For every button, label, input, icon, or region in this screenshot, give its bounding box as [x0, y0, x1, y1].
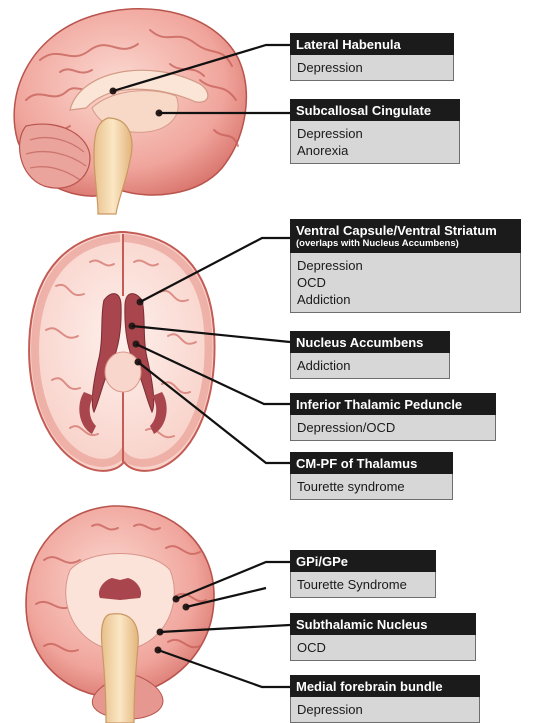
indication-item: Depression — [297, 257, 514, 274]
indication-item: OCD — [297, 274, 514, 291]
axial-brain — [29, 232, 214, 471]
indication-item: Depression — [297, 701, 473, 718]
callout-subthalamic-nucleus: Subthalamic Nucleus OCD — [290, 613, 476, 661]
indication-item: OCD — [297, 639, 469, 656]
indication-item: Depression/OCD — [297, 419, 489, 436]
callout-title: CM-PF of Thalamus — [290, 452, 453, 474]
callout-medial-forebrain-bundle: Medial forebrain bundle Depression — [290, 675, 480, 723]
indication-item: Depression — [297, 59, 447, 76]
callout-title: Ventral Capsule/Ventral Striatum (overla… — [290, 219, 521, 253]
sagittal-brain — [14, 9, 246, 214]
callout-title-text: Ventral Capsule/Ventral Striatum — [296, 223, 497, 238]
callout-title: Lateral Habenula — [290, 33, 454, 55]
callout-indications: OCD — [290, 635, 476, 661]
callout-indications: Depression — [290, 697, 480, 723]
callout-indications: Depression/OCD — [290, 415, 496, 441]
callout-inferior-thalamic-peduncle: Inferior Thalamic Peduncle Depression/OC… — [290, 393, 496, 441]
callout-gpi-gpe: GPi/GPe Tourette Syndrome — [290, 550, 436, 598]
callout-lateral-habenula: Lateral Habenula Depression — [290, 33, 454, 81]
callout-subcallosal-cingulate: Subcallosal Cingulate Depression Anorexi… — [290, 99, 460, 164]
callout-indications: Depression — [290, 55, 454, 81]
callout-title: Subthalamic Nucleus — [290, 613, 476, 635]
callout-indications: Depression OCD Addiction — [290, 253, 521, 313]
indication-item: Tourette syndrome — [297, 478, 446, 495]
callout-indications: Addiction — [290, 353, 450, 379]
callout-nucleus-accumbens: Nucleus Accumbens Addiction — [290, 331, 450, 379]
callout-title: Medial forebrain bundle — [290, 675, 480, 697]
callout-indications: Depression Anorexia — [290, 121, 460, 164]
callout-subtitle: (overlaps with Nucleus Accumbens) — [296, 238, 515, 250]
indication-item: Tourette Syndrome — [297, 576, 429, 593]
coronal-brain — [26, 506, 214, 723]
indication-item: Addiction — [297, 291, 514, 308]
callout-title: Nucleus Accumbens — [290, 331, 450, 353]
callout-indications: Tourette Syndrome — [290, 572, 436, 598]
callout-cm-pf-thalamus: CM-PF of Thalamus Tourette syndrome — [290, 452, 453, 500]
indication-item: Depression — [297, 125, 453, 142]
callout-ventral-capsule-ventral-striatum: Ventral Capsule/Ventral Striatum (overla… — [290, 219, 521, 313]
callout-title: Subcallosal Cingulate — [290, 99, 460, 121]
callout-title: Inferior Thalamic Peduncle — [290, 393, 496, 415]
callout-title: GPi/GPe — [290, 550, 436, 572]
indication-item: Anorexia — [297, 142, 453, 159]
callout-indications: Tourette syndrome — [290, 474, 453, 500]
indication-item: Addiction — [297, 357, 443, 374]
